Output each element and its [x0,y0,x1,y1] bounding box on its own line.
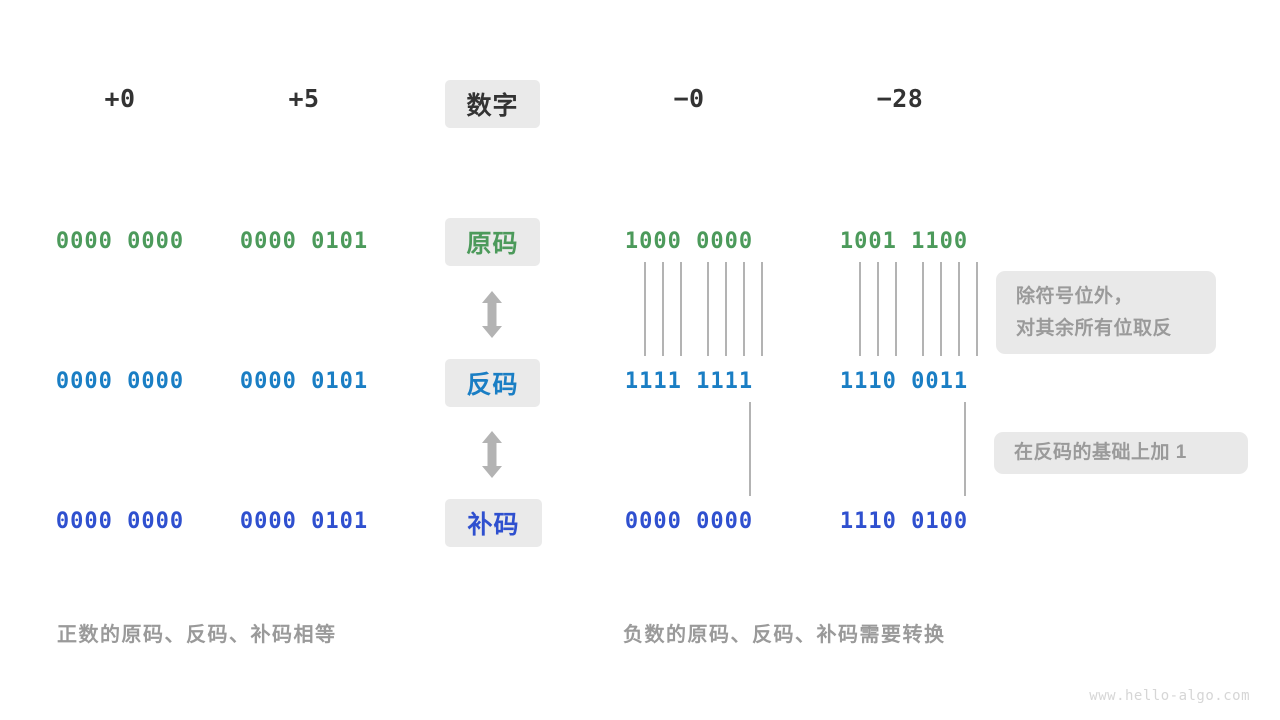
row-chip-ones-complement-label: 反码 [466,371,519,399]
cell-sign-magnitude-neg-28: 1001 1100 [839,229,969,254]
caption-positive: 正数的原码、反码、补码相等 [57,624,337,646]
annotation-invert-rule: 除符号位外， 对其余所有位取反 [996,271,1216,354]
column-header-neg-28: −28 [876,84,924,113]
column-header-pos-five: +5 [288,84,320,113]
cell-sign-magnitude-pos-five: 0000 0101 [239,229,369,254]
cell-ones-complement-pos-zero: 0000 0000 [55,369,185,394]
double-arrow-top [482,291,502,338]
row-chip-sign-magnitude: 原码 [445,218,540,266]
cell-twos-complement-neg-zero: 0000 0000 [624,509,754,534]
cell-ones-complement-neg-zero: 1111 1111 [624,369,754,394]
invert-connectors-neg-28 [859,262,978,356]
row-chip-ones-complement: 反码 [445,359,540,407]
row-chip-sign-magnitude-label: 原码 [466,230,519,258]
annotation-invert-rule-line2: 对其余所有位取反 [1016,317,1173,339]
invert-connectors-neg-zero [644,262,763,356]
add-one-connectors [749,402,966,496]
cell-twos-complement-pos-five: 0000 0101 [239,509,369,534]
column-header-pos-zero: +0 [104,84,136,113]
column-header-neg-zero: −0 [673,84,705,113]
cell-ones-complement-neg-28: 1110 0011 [839,369,969,394]
cell-ones-complement-pos-five: 0000 0101 [239,369,369,394]
watermark: www.hello-algo.com [1089,688,1250,704]
cell-twos-complement-pos-zero: 0000 0000 [55,509,185,534]
row-chip-twos-complement-label: 补码 [467,511,520,539]
caption-negative: 负数的原码、反码、补码需要转换 [623,624,946,646]
annotation-invert-rule-line1: 除符号位外， [1016,286,1134,308]
annotation-add-one-rule: 在反码的基础上加 1 [994,432,1248,474]
header-center-chip: 数字 [445,80,540,128]
header-center-chip-label: 数字 [466,92,519,120]
double-arrow-bottom [482,431,502,478]
row-chip-twos-complement: 补码 [445,499,542,547]
cell-twos-complement-neg-28: 1110 0100 [839,509,969,534]
cell-sign-magnitude-neg-zero: 1000 0000 [624,229,754,254]
cell-sign-magnitude-pos-zero: 0000 0000 [55,229,185,254]
annotation-add-one-rule-line1: 在反码的基础上加 1 [1014,442,1187,464]
